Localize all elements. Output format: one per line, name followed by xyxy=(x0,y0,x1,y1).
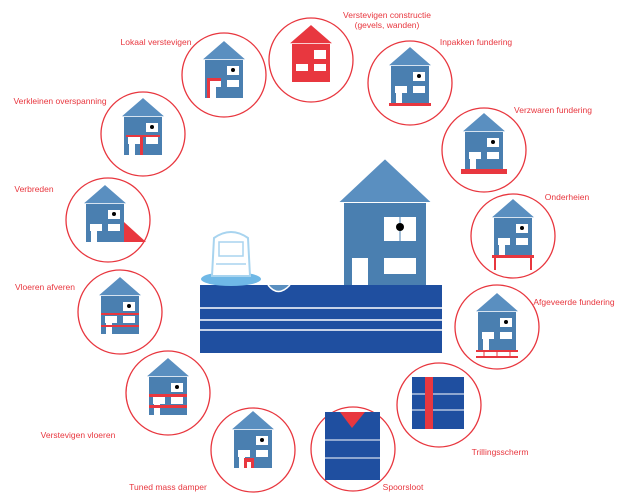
circle-verbreden xyxy=(65,177,151,263)
label-afgeveerde-fundering: Afgeveerde fundering xyxy=(533,297,615,307)
label-verkleinen-overspanning: Verkleinen overspanning xyxy=(13,96,106,106)
central-scene xyxy=(200,156,442,353)
house-icon xyxy=(119,96,167,156)
label-verzwaren-fundering: Verzwaren fundering xyxy=(514,105,592,115)
circle-verstevigen-constructie xyxy=(268,17,354,103)
circle-verstevigen-vloeren xyxy=(125,350,211,436)
house-icon xyxy=(81,183,146,243)
ground-block xyxy=(200,285,442,353)
circle-afgeveerde-fundering xyxy=(454,284,540,370)
house-icon xyxy=(489,197,537,270)
label-verbreden: Verbreden xyxy=(14,184,53,194)
house-icon xyxy=(144,356,192,416)
circle-lokaal-verstevigen xyxy=(181,32,267,118)
circle-trillingsscherm xyxy=(396,362,482,448)
house-icon xyxy=(96,275,144,335)
circle-vloeren-afveren xyxy=(77,269,163,355)
train-icon xyxy=(201,231,261,286)
label-spoorsloot: Spoorsloot xyxy=(383,482,424,492)
circle-onderheien xyxy=(470,193,556,279)
label-inpakken-fundering: Inpakken fundering xyxy=(440,37,513,47)
ring xyxy=(65,17,556,493)
label-lokaal-verstevigen: Lokaal verstevigen xyxy=(121,37,192,47)
house-icon xyxy=(229,409,277,469)
trillingsscherm-icon xyxy=(412,377,464,429)
house-icon xyxy=(200,39,248,99)
house-icon xyxy=(386,45,434,106)
house-icon xyxy=(285,23,337,82)
house-icon xyxy=(460,111,508,174)
label-verstevigen-constructie-1: Verstevigen constructie xyxy=(343,10,431,20)
label-trillingsscherm: Trillingsscherm xyxy=(472,447,529,457)
house-icon xyxy=(473,291,521,358)
circle-tuned-mass-damper xyxy=(210,407,296,493)
label-vloeren-afveren: Vloeren afveren xyxy=(15,282,75,292)
circle-inpakken-fundering xyxy=(367,40,453,126)
label-onderheien: Onderheien xyxy=(545,192,590,202)
circle-verkleinen-overspanning xyxy=(100,91,186,177)
main-house-icon xyxy=(334,156,436,285)
label-tuned-mass-damper: Tuned mass damper xyxy=(129,482,207,492)
label-verstevigen-constructie-2: (gevels, wanden) xyxy=(355,20,420,30)
label-verstevigen-vloeren: Verstevigen vloeren xyxy=(41,430,116,440)
circle-spoorsloot xyxy=(310,406,396,492)
spoorsloot-icon xyxy=(325,412,380,480)
circle-verzwaren-fundering xyxy=(441,107,527,193)
